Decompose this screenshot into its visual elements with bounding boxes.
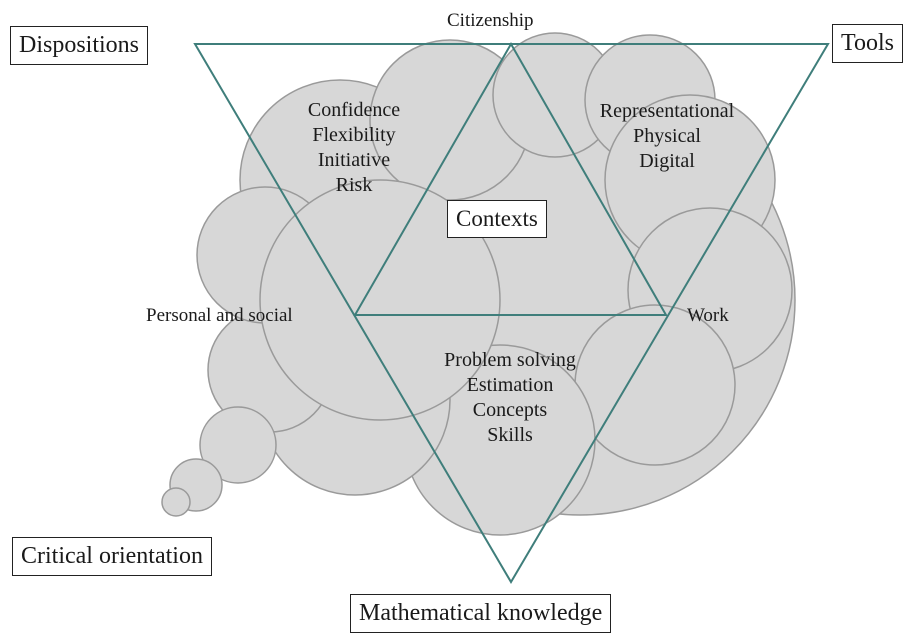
contexts-label: Contexts [447,200,547,238]
knowledge-item: Problem solving [444,349,576,371]
disposition-item: Risk [335,174,373,196]
personal-social-label: Personal and social [146,305,293,326]
thought-bubble-large [199,406,277,484]
knowledge-list: Problem solving Estimation Concepts Skil… [422,348,598,448]
triangles [193,41,830,584]
disposition-item: Flexibility [312,124,396,146]
knowledge-item: Skills [487,424,533,446]
disposition-item: Initiative [317,149,391,171]
mathematical-knowledge-label: Mathematical knowledge [350,594,612,633]
tools-list: Representational Physical Digital [574,99,760,174]
tools-label: Tools [832,24,903,63]
tool-item: Physical [633,125,701,147]
thought-bubbles [161,406,277,517]
citizenship-label: Citizenship [447,10,534,31]
work-label: Work [687,305,729,326]
dispositions-label: Dispositions [10,26,149,65]
tool-item: Digital [639,150,695,172]
dispositions-list: Confidence Flexibility Initiative Risk [284,98,424,198]
thought-bubble-small [161,487,191,517]
disposition-item: Confidence [307,99,401,121]
critical-orientation-label: Critical orientation [12,537,212,576]
tool-item: Representational [599,100,735,122]
knowledge-item: Estimation [466,374,554,396]
inner-triangle [353,41,668,316]
knowledge-item: Concepts [472,399,548,421]
thought-cloud [196,32,796,536]
